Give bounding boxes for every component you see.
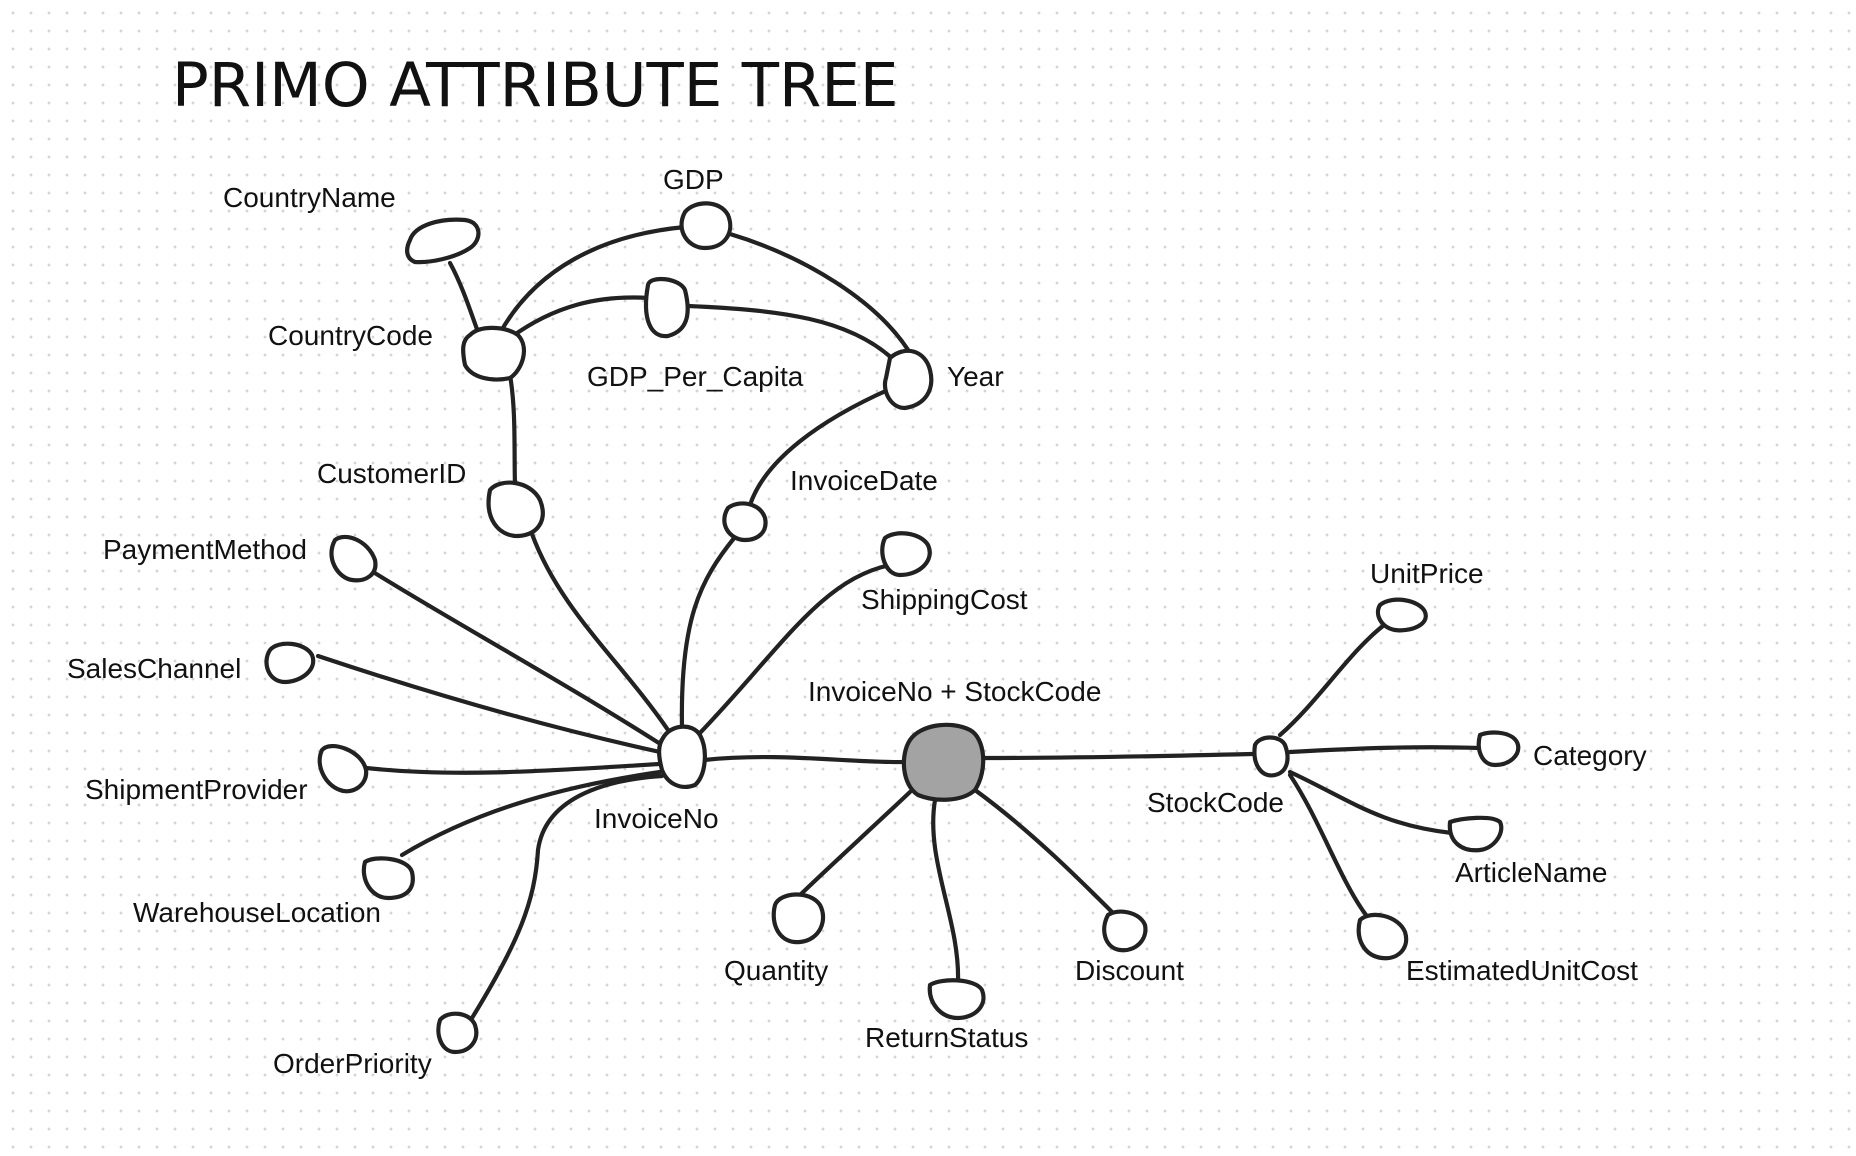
label-unitprice: UnitPrice [1370, 558, 1484, 589]
node-unitprice [1375, 597, 1428, 633]
label-warehouselocation: WarehouseLocation [133, 897, 381, 928]
edge-root-quantity [792, 789, 913, 903]
label-root: InvoiceNo + StockCode [808, 676, 1101, 707]
label-invoiceno: InvoiceNo [594, 803, 719, 834]
edge-stockcode-category [1287, 745, 1483, 755]
label-customerid: CustomerID [317, 458, 466, 489]
edge-shipmentprovider-invoiceno [363, 761, 662, 775]
label-discount: Discount [1075, 955, 1184, 986]
label-stockcode: StockCode [1147, 787, 1284, 818]
label-quantity: Quantity [724, 955, 828, 986]
nodes [264, 201, 1521, 1055]
label-year: Year [947, 361, 1004, 392]
node-orderpriority [436, 1011, 479, 1055]
node-root-invoiceno-stockcode [901, 722, 986, 802]
edges [315, 224, 1483, 1021]
label-shippingcost: ShippingCost [861, 584, 1028, 615]
edge-orderpriority-invoiceno [469, 773, 665, 1021]
label-orderpriority: OrderPriority [273, 1048, 432, 1079]
label-shipmentprovider: ShipmentProvider [85, 774, 308, 805]
edge-year-invoicedate [747, 386, 893, 508]
edge-customerid-invoiceno [529, 531, 671, 733]
node-year [882, 348, 934, 411]
node-gdp-per-capita [643, 276, 690, 339]
label-articlename: ArticleName [1455, 857, 1607, 888]
edge-countryname-countrycode [447, 260, 481, 335]
label-invoicedate: InvoiceDate [790, 465, 938, 496]
edge-countrycode-gdp [497, 224, 688, 336]
node-quantity [771, 892, 826, 945]
label-countrycode: CountryCode [268, 320, 433, 351]
label-countryname: CountryName [223, 182, 396, 213]
node-estimatedunitcost [1356, 912, 1409, 961]
edge-invoiceno-root [701, 754, 907, 765]
edge-root-stockcode [982, 751, 1255, 761]
node-articlename [1447, 815, 1504, 853]
edge-root-returnstatus [931, 797, 961, 985]
node-invoicedate [722, 501, 768, 543]
node-warehouselocation [361, 856, 415, 901]
edge-countrycode-gdppercapita [507, 295, 651, 341]
edge-stockcode-unitprice [1277, 619, 1391, 738]
edge-invoicedate-invoiceno [679, 534, 738, 731]
node-category [1476, 730, 1521, 768]
labels: CountryName GDP CountryCode GDP_Per_Capi… [67, 164, 1647, 1079]
node-shipmentprovider [317, 744, 369, 794]
edge-saleschannel-invoiceno [315, 653, 663, 755]
edge-gdp-year [727, 231, 916, 361]
node-gdp [679, 201, 733, 251]
node-stockcode [1252, 735, 1290, 778]
edge-gdppercapita-year [685, 303, 898, 364]
label-gdp: GDP [663, 164, 724, 195]
label-paymentmethod: PaymentMethod [103, 534, 307, 565]
node-countrycode [461, 325, 527, 382]
label-estimatedunitcost: EstimatedUnitCost [1406, 955, 1638, 986]
edge-stockcode-articlename [1287, 769, 1455, 836]
label-returnstatus: ReturnStatus [865, 1022, 1028, 1053]
label-saleschannel: SalesChannel [67, 653, 241, 684]
edge-paymentmethod-invoiceno [367, 567, 665, 748]
node-invoiceno [657, 724, 707, 789]
edge-warehouselocation-invoiceno [399, 769, 663, 858]
edge-stockcode-estimatedunitcost [1287, 772, 1369, 918]
edge-root-discount [972, 787, 1118, 918]
edge-countrycode-customerid [507, 372, 518, 489]
diagram-title: PRIMO ATTRIBUTE TREE [172, 50, 898, 121]
node-returnstatus [927, 978, 986, 1021]
edge-shippingcost-invoiceno [695, 562, 893, 738]
node-shippingcost [880, 531, 932, 578]
label-category: Category [1533, 740, 1647, 771]
label-gdp-per-capita: GDP_Per_Capita [587, 361, 804, 392]
node-discount [1102, 909, 1148, 953]
node-paymentmethod [329, 534, 378, 583]
node-customerid [486, 480, 545, 539]
node-saleschannel [264, 641, 316, 685]
node-countryname [405, 217, 481, 265]
